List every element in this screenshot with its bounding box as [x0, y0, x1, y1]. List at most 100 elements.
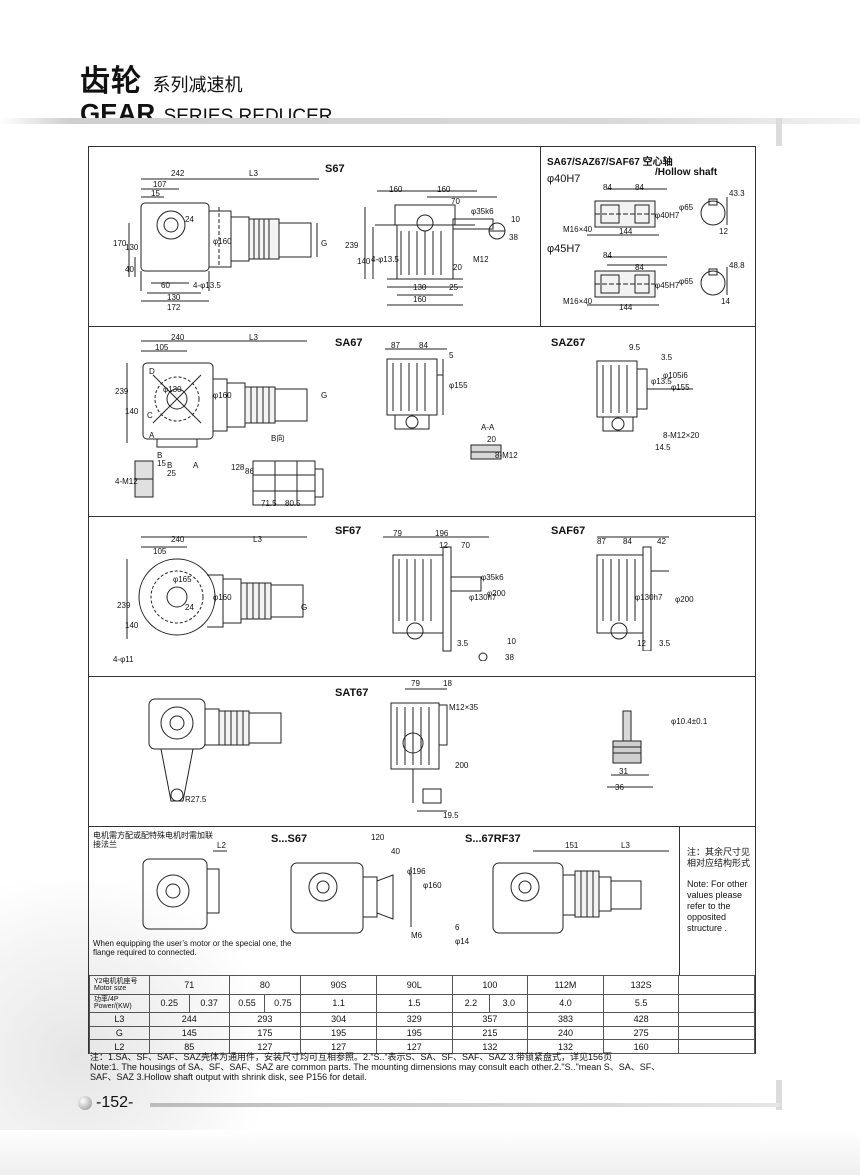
- table-cell: 1.5: [375, 993, 453, 1014]
- s67-front-view-drawing: [364, 190, 506, 306]
- table-row-l2: L2 85 127 127 127 132 132 160: [89, 1039, 755, 1054]
- sa67-detail-drawing: [134, 460, 324, 506]
- table-cell-empty: [678, 1012, 755, 1027]
- saf67-label: SAF67: [551, 525, 586, 537]
- s-67rf37-drawing: [492, 850, 669, 934]
- section-divider: [540, 147, 541, 326]
- sat67-label: SAT67: [335, 687, 369, 699]
- table-cell: 127: [375, 1039, 453, 1054]
- hollow-shaft-40h7-drawing: [587, 188, 728, 236]
- page-footer-bar: [150, 1103, 780, 1107]
- table-cell: 71: [148, 975, 230, 995]
- table-cell: 0.37: [188, 993, 230, 1014]
- sat67-side-view-drawing: [148, 698, 282, 802]
- power-label-cn: 功率/4P: [94, 996, 119, 1004]
- table-row-label: L3: [89, 1012, 150, 1027]
- right-edge-decoration-bottom: [776, 1080, 782, 1110]
- table-cell: 132: [451, 1039, 529, 1054]
- motor-note-en: When equipping the user’s motor or the s…: [93, 939, 292, 957]
- header-subtitle-cn: 系列减速机: [152, 75, 243, 96]
- table-cell: 244: [148, 1012, 230, 1027]
- right-note-cn: 注：其余尺寸见相对应结构形式: [687, 847, 751, 868]
- table-cell: 160: [602, 1039, 680, 1054]
- page-number: -152-: [96, 1094, 134, 1111]
- table-row-label: G: [89, 1025, 150, 1041]
- sf67-label: SF67: [335, 525, 362, 537]
- table-row-g: G 145 175 195 195 215 240 275: [89, 1025, 755, 1041]
- table-cell: 0.55: [228, 993, 266, 1014]
- header-title-cn: 齿轮: [80, 64, 142, 99]
- table-cell: 275: [602, 1025, 680, 1041]
- s-s67-label: S...S67: [271, 833, 308, 845]
- sa67-label: SA67: [335, 337, 363, 349]
- table-row-l3: L3 244 293 304 329 357 383 428: [89, 1012, 755, 1027]
- table-cell: 4.0: [527, 993, 604, 1014]
- table-cell: 304: [300, 1012, 377, 1027]
- table-cell: 0.25: [148, 993, 190, 1014]
- saf67-drawing: [596, 536, 669, 651]
- page-bullet-icon: [78, 1096, 92, 1110]
- table-cell: 195: [300, 1025, 377, 1041]
- table-cell: 112M: [527, 975, 604, 995]
- saz67-label: SAZ67: [551, 337, 586, 349]
- right-note-en: Note: For other values please refer to t…: [687, 879, 748, 933]
- note-divider: [679, 827, 680, 975]
- sf67-side-view-drawing: [126, 536, 307, 639]
- table-cell: 195: [375, 1025, 453, 1041]
- table-cell: 240: [527, 1025, 604, 1041]
- table-cell: 175: [228, 1025, 302, 1041]
- footer-note-en-2: SAF、SAZ 3.Hollow shaft output with shrin…: [90, 1072, 367, 1082]
- table-cell-empty: [678, 975, 755, 995]
- motor-flange-drawing: [142, 850, 227, 930]
- table-cell: 3.0: [489, 993, 529, 1014]
- hollow-shaft-40h7-label: φ40H7: [547, 173, 581, 185]
- table-cell: 357: [451, 1012, 529, 1027]
- table-cell: 145: [148, 1025, 230, 1041]
- table-cell: 0.75: [264, 993, 302, 1014]
- section-sat67: SAT67 R27.5: [89, 677, 755, 827]
- section-sa67: SA67 SAZ67 240 L3 105 D φ130 239 14: [89, 327, 755, 517]
- footer-notes: 注：1.SA、SF、SAF、SAZ壳体为通用件，安装尺寸均可互相参照。2.“S.…: [90, 1052, 770, 1082]
- motor-size-label-en: Motor size: [94, 984, 127, 992]
- right-edge-decoration: [776, 118, 782, 146]
- table-cell: 127: [228, 1039, 302, 1054]
- table-cell: 132: [527, 1039, 604, 1054]
- sa67-section-a-drawing: [470, 444, 502, 460]
- table-cell: 293: [228, 1012, 302, 1027]
- table-cell: 90L: [375, 975, 453, 995]
- l2-label: L2: [217, 841, 226, 850]
- hollow-shaft-title: SA67/SAZ67/SAF67 空心轴: [547, 157, 673, 168]
- motor-size-label-cn: Y2电机机座号: [94, 977, 138, 985]
- section-sf67: SF67 SAF67 240 L3 105 φ165 239 140 24 φ1…: [89, 517, 755, 677]
- saz67-drawing: [596, 360, 693, 432]
- s67-label: S67: [325, 163, 345, 175]
- table-cell: 80: [228, 975, 302, 995]
- sat67-shrink-disk-drawing: [607, 710, 653, 788]
- table-cell: 5.5: [602, 993, 680, 1014]
- table-cell: 2.2: [451, 993, 491, 1014]
- table-cell-empty: [678, 1039, 755, 1054]
- sa67-side-view-drawing: [126, 340, 308, 448]
- header-rule: [0, 118, 860, 124]
- background-bottom-band: [0, 1130, 860, 1175]
- hollow-shaft-title-en: /Hollow shaft: [655, 167, 718, 178]
- footer-note-cn: 注：1.SA、SF、SAF、SAZ壳体为通用件，安装尺寸均可互相参照。2.“S.…: [90, 1052, 613, 1062]
- table-cell: 428: [602, 1012, 680, 1027]
- motor-note-cn: 电机需方配或配特殊电机时需加联接法兰: [93, 831, 213, 849]
- sf67-front-view-drawing: [383, 536, 489, 661]
- s-67rf37-label: S...67RF37: [465, 833, 521, 845]
- footer-note-en-1: Note:1. The housings of SA、SF、SAF、SAZ ar…: [90, 1062, 661, 1072]
- table-row-label: L2: [89, 1039, 150, 1054]
- table-cell: 90S: [300, 975, 377, 995]
- power-label-en: Power/(KW): [94, 1003, 132, 1011]
- table-cell: 100: [451, 975, 529, 995]
- hollow-shaft-45h7-drawing: [587, 256, 728, 306]
- table-cell: 329: [375, 1012, 453, 1027]
- table-cell-empty: [678, 993, 755, 1014]
- hollow-shaft-45h7-label: φ45H7: [547, 243, 581, 255]
- sat67-front-view-drawing: [390, 688, 448, 812]
- section-motor-variants: 电机需方配或配特殊电机时需加联接法兰 L2 S...S67 120 40 φ19…: [89, 827, 755, 975]
